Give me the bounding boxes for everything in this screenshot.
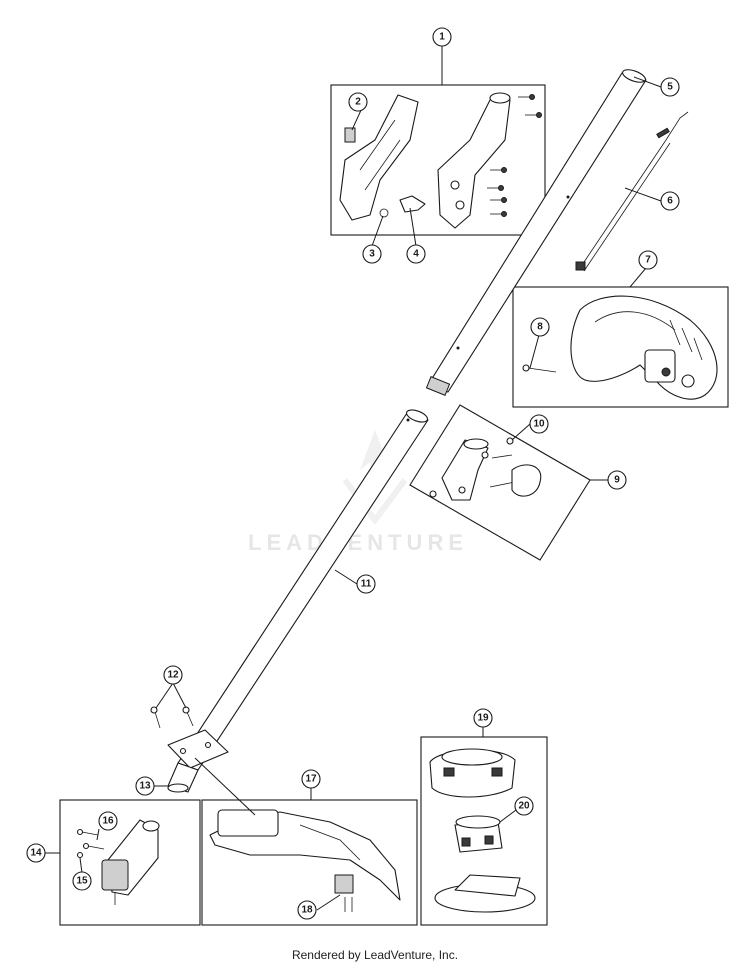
callout-2: 2	[348, 92, 368, 112]
handle-screws	[487, 94, 542, 217]
callout-10: 10	[529, 414, 549, 434]
callout-3: 3	[362, 244, 382, 264]
handle-right-half	[437, 92, 511, 229]
guard-screws	[344, 897, 353, 912]
callout-18: 18	[297, 900, 317, 920]
trimmer-head	[429, 748, 516, 798]
callout-15: 15	[72, 871, 92, 891]
svg-text:2: 2	[355, 97, 361, 108]
svg-text:13: 13	[139, 781, 151, 792]
svg-text:14: 14	[30, 848, 42, 859]
lower-shaft	[177, 409, 429, 771]
callout-8: 8	[530, 317, 550, 337]
callout-7: 7	[638, 250, 658, 270]
shaft-clamp	[167, 729, 229, 793]
svg-text:16: 16	[102, 816, 114, 827]
throttle-cable	[575, 111, 689, 272]
callout-20: 20	[514, 796, 534, 816]
svg-text:3: 3	[369, 249, 375, 260]
svg-text:10: 10	[533, 419, 545, 430]
svg-text:18: 18	[301, 905, 313, 916]
watermark-text: LEADVENTURE	[248, 530, 469, 555]
svg-text:15: 15	[76, 876, 88, 887]
svg-text:4: 4	[413, 249, 419, 260]
trimmer-guard	[209, 809, 401, 901]
callout-4: 4	[406, 244, 426, 264]
handle-left-half	[339, 94, 419, 221]
callout-12: 12	[163, 665, 183, 685]
svg-text:6: 6	[667, 196, 673, 207]
svg-text:5: 5	[667, 82, 673, 93]
gearbox	[101, 819, 160, 905]
coupler-knob	[429, 437, 542, 498]
svg-text:8: 8	[537, 322, 543, 333]
head-box	[420, 736, 548, 926]
handle-assembly-box	[330, 84, 546, 236]
head-base	[434, 874, 536, 913]
callout-9: 9	[607, 470, 627, 490]
callout-14: 14	[26, 843, 46, 863]
assist-handle-bolt	[522, 364, 557, 373]
svg-text:12: 12	[167, 670, 179, 681]
callout-19: 19	[473, 708, 493, 728]
coupler-box	[409, 404, 591, 561]
shaft-coupler	[441, 438, 489, 501]
svg-text:7: 7	[645, 255, 651, 266]
gearbox-screws	[76, 828, 105, 859]
svg-text:9: 9	[614, 475, 620, 486]
spool	[454, 815, 503, 853]
callout-1: 1	[432, 27, 452, 47]
assist-handle	[570, 295, 718, 400]
guard-box	[201, 799, 418, 926]
clamp-screws	[150, 706, 194, 729]
leader-lines	[45, 45, 662, 911]
svg-text:20: 20	[518, 801, 530, 812]
gearbox-box	[59, 799, 201, 926]
callout-13: 13	[135, 776, 155, 796]
svg-text:19: 19	[477, 713, 489, 724]
spring-and-trigger	[379, 195, 426, 218]
svg-text:11: 11	[361, 579, 372, 590]
callout-11: 11	[356, 574, 376, 594]
assist-handle-box	[512, 286, 729, 408]
callout-5: 5	[660, 77, 680, 97]
svg-text:17: 17	[305, 774, 317, 785]
callout-17: 17	[301, 769, 321, 789]
callout-16: 16	[98, 811, 118, 831]
callout-6: 6	[660, 191, 680, 211]
svg-text:1: 1	[439, 32, 445, 43]
footer-credit: Rendered by LeadVenture, Inc.	[291, 948, 459, 962]
